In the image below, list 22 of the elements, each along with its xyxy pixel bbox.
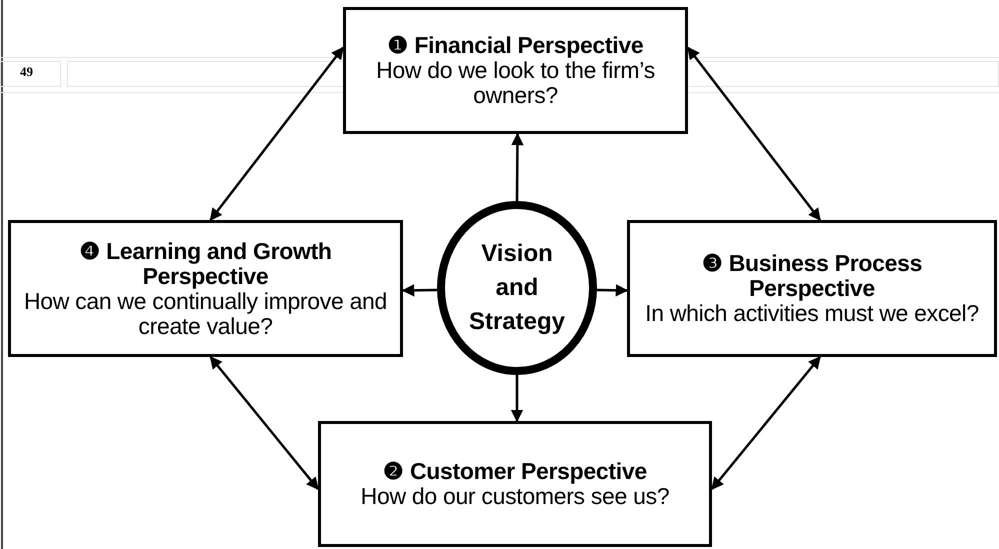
arrow xyxy=(596,284,628,297)
perspective-question: How do our customers see us? xyxy=(360,484,670,509)
perspective-box xyxy=(627,220,997,357)
perspective-title: ❸ Business Process Perspective xyxy=(700,251,924,301)
perspective-title: ❷ Customer Perspective xyxy=(383,459,647,484)
arrow xyxy=(687,46,821,221)
arrow xyxy=(402,284,438,297)
perspective-question: In which activities must we excel? xyxy=(645,301,979,326)
arrow xyxy=(210,356,319,490)
arrow xyxy=(210,46,344,221)
center-label: Vision and Strategy xyxy=(468,239,566,337)
perspective-box xyxy=(343,7,688,134)
arrow xyxy=(511,132,524,201)
perspective-title: ❶ Financial Perspective xyxy=(388,33,644,58)
arrow xyxy=(711,356,821,490)
perspective-box xyxy=(318,421,712,547)
perspective-question: How do we look to the firm’s owners? xyxy=(375,58,656,108)
perspective-question: How can we continually improve and create value? xyxy=(22,288,388,338)
perspective-title: ❹ Learning and Growth Perspective xyxy=(78,238,333,288)
perspective-box xyxy=(8,220,403,357)
arrow xyxy=(510,375,524,422)
page-number: 49 xyxy=(20,64,33,80)
